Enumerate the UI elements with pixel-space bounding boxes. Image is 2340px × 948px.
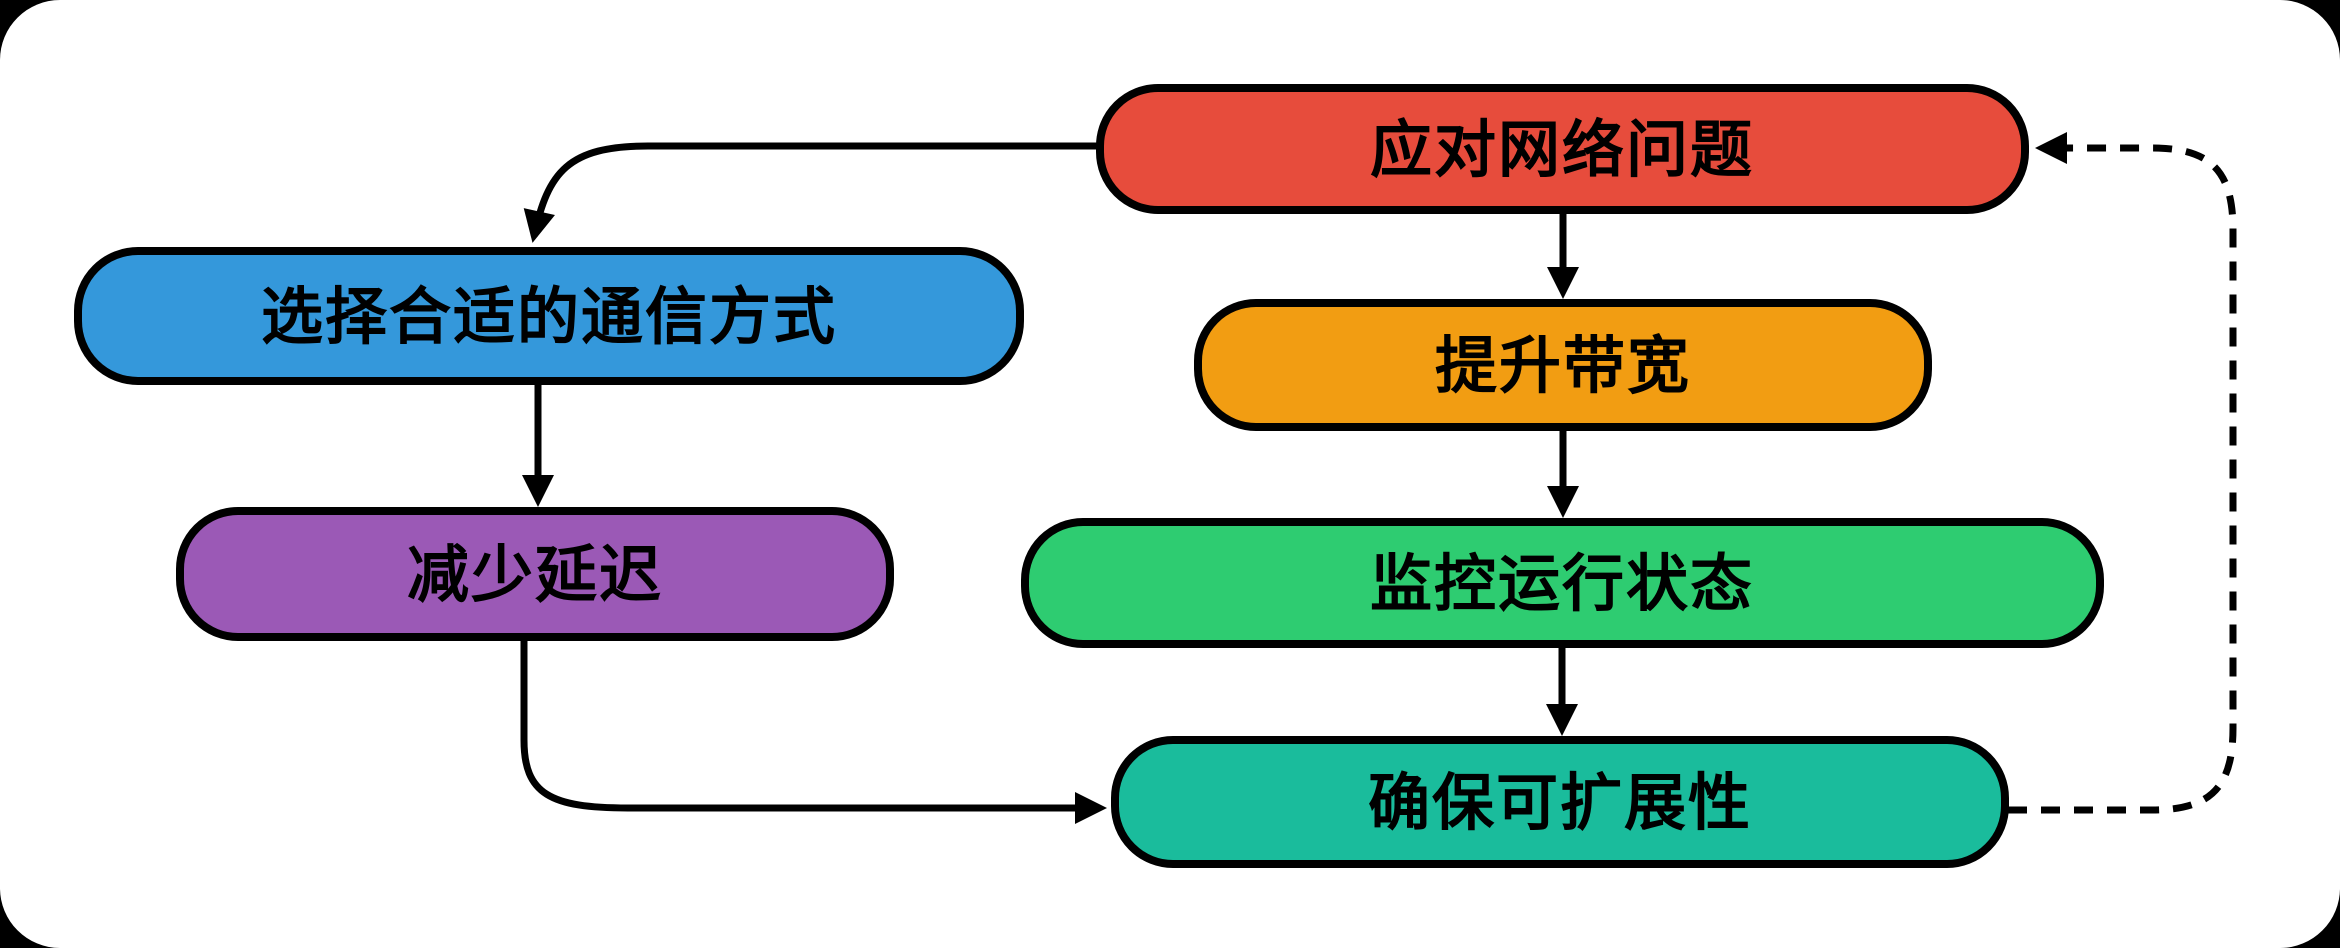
node-label: 应对网络问题 [1370, 113, 1754, 186]
node-handle-network-issues: 应对网络问题 [1096, 84, 2029, 214]
node-choose-communication-method: 选择合适的通信方式 [74, 247, 1024, 385]
node-increase-bandwidth: 提升带宽 [1194, 299, 1932, 431]
node-ensure-scalability: 确保可扩展性 [1111, 736, 2009, 868]
node-pill [1096, 84, 2029, 214]
node-label: 减少延迟 [407, 538, 663, 611]
node-pill [74, 247, 1024, 385]
edge-d-to-f [520, 639, 1107, 824]
node-label: 提升带宽 [1435, 329, 1691, 402]
node-pill [1194, 299, 1932, 431]
node-label: 选择合适的通信方式 [261, 280, 837, 353]
node-reduce-latency: 减少延迟 [176, 507, 894, 641]
node-monitor-running-status: 监控运行状态 [1021, 518, 2104, 648]
edge-a-to-b [523, 142, 1105, 243]
node-label: 确保可扩展性 [1368, 766, 1752, 839]
node-pill [1111, 736, 2009, 868]
edge-f-to-a-dashed [2008, 132, 2237, 814]
node-pill [176, 507, 894, 641]
node-label: 监控运行状态 [1370, 547, 1754, 620]
node-pill [1021, 518, 2104, 648]
